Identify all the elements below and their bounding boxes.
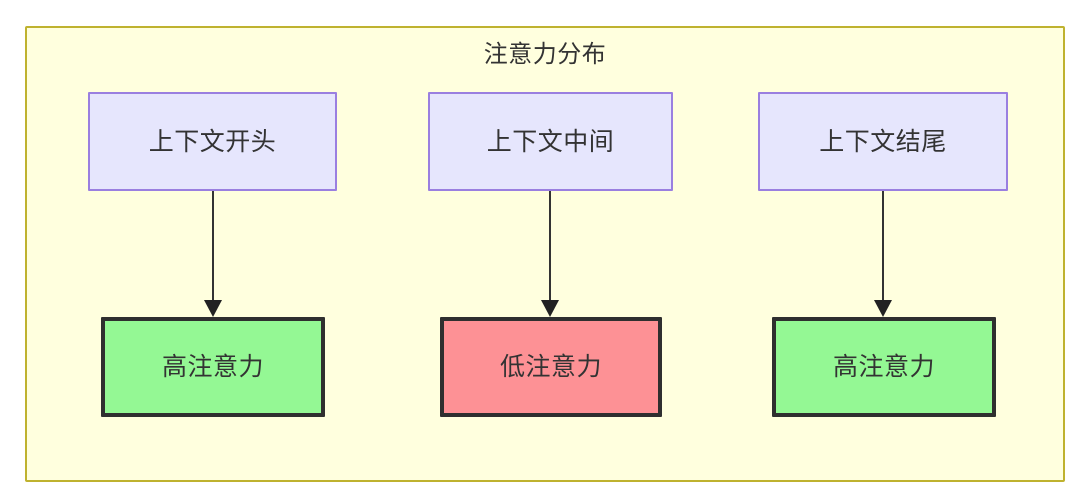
node-ctx-middle[interactable]: 上下文中间: [428, 92, 673, 191]
diagram-title: 注意力分布: [483, 41, 607, 68]
node-att-high-end-label: 高注意力: [832, 353, 935, 381]
node-ctx-start-label: 上下文开头: [148, 127, 277, 156]
node-ctx-middle-label: 上下文中间: [486, 127, 615, 156]
node-att-high-end[interactable]: 高注意力: [772, 317, 996, 417]
node-ctx-end[interactable]: 上下文结尾: [758, 92, 1008, 191]
node-att-low-middle-label: 低注意力: [499, 353, 602, 381]
node-att-high-start[interactable]: 高注意力: [101, 317, 325, 417]
node-ctx-start[interactable]: 上下文开头: [88, 92, 337, 191]
node-ctx-end-label: 上下文结尾: [819, 127, 947, 156]
node-att-low-middle[interactable]: 低注意力: [440, 317, 662, 417]
node-att-high-start-label: 高注意力: [161, 353, 264, 381]
